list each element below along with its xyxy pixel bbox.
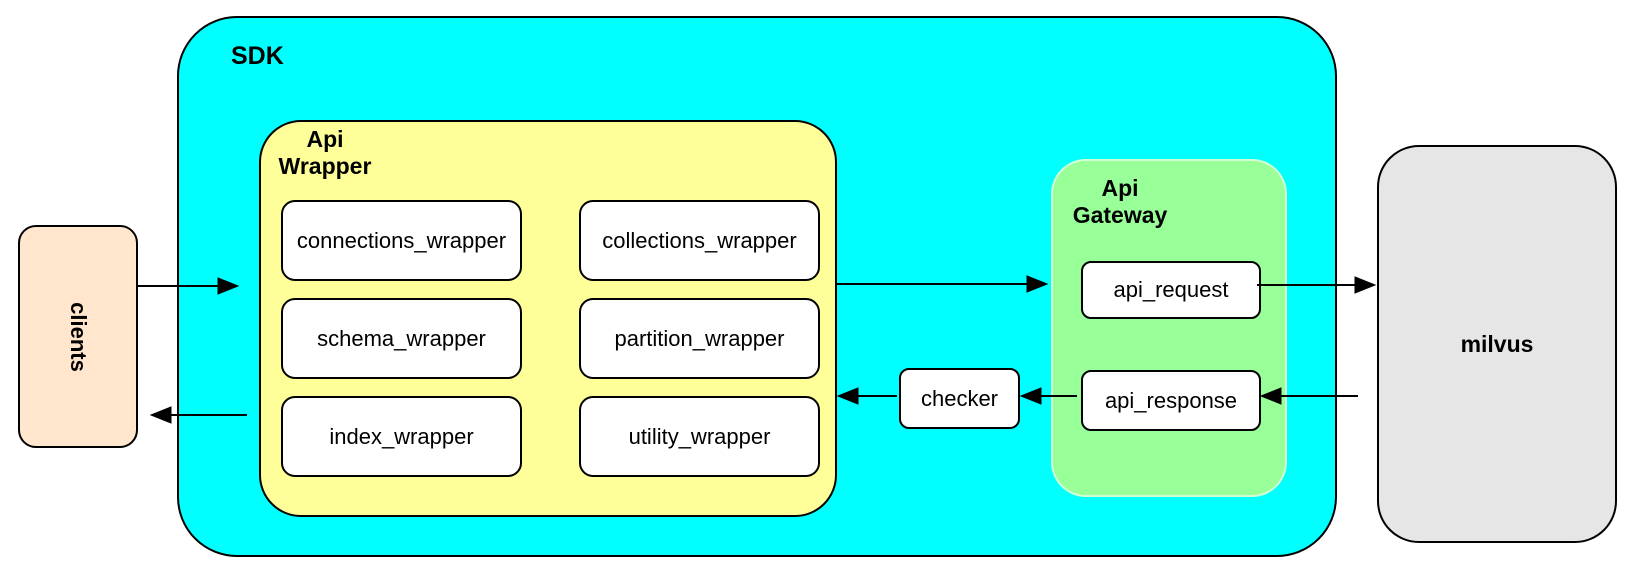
api-wrapper-label-line2: Wrapper	[278, 153, 372, 180]
collections-wrapper-node: collections_wrapper	[579, 200, 820, 281]
api-wrapper-label-line1: Api	[306, 126, 344, 152]
utility-wrapper-node: utility_wrapper	[579, 396, 820, 477]
index-wrapper-node: index_wrapper	[281, 396, 522, 477]
clients-label: clients	[65, 301, 91, 372]
api-request-node: api_request	[1081, 261, 1261, 319]
connections-wrapper-node: connections_wrapper	[281, 200, 522, 281]
milvus-node: milvus	[1377, 145, 1617, 543]
partition-wrapper-node: partition_wrapper	[579, 298, 820, 379]
api-wrapper-container: Api Wrapper connections_wrapper collecti…	[259, 120, 837, 517]
api-gateway-label-line1: Api	[1101, 175, 1139, 201]
api-gateway-label-line2: Gateway	[1072, 202, 1168, 229]
api-wrapper-label: Api Wrapper	[263, 126, 387, 180]
clients-node: clients	[18, 225, 138, 448]
schema-wrapper-node: schema_wrapper	[281, 298, 522, 379]
checker-node: checker	[899, 368, 1020, 429]
api-response-node: api_response	[1081, 370, 1261, 431]
api-gateway-container: Api Gateway api_request api_response	[1051, 159, 1287, 497]
sdk-container: SDK Api Wrapper connections_wrapper coll…	[177, 16, 1337, 557]
api-gateway-label: Api Gateway	[1058, 175, 1182, 229]
sdk-label: SDK	[231, 42, 284, 70]
milvus-label: milvus	[1460, 330, 1534, 357]
